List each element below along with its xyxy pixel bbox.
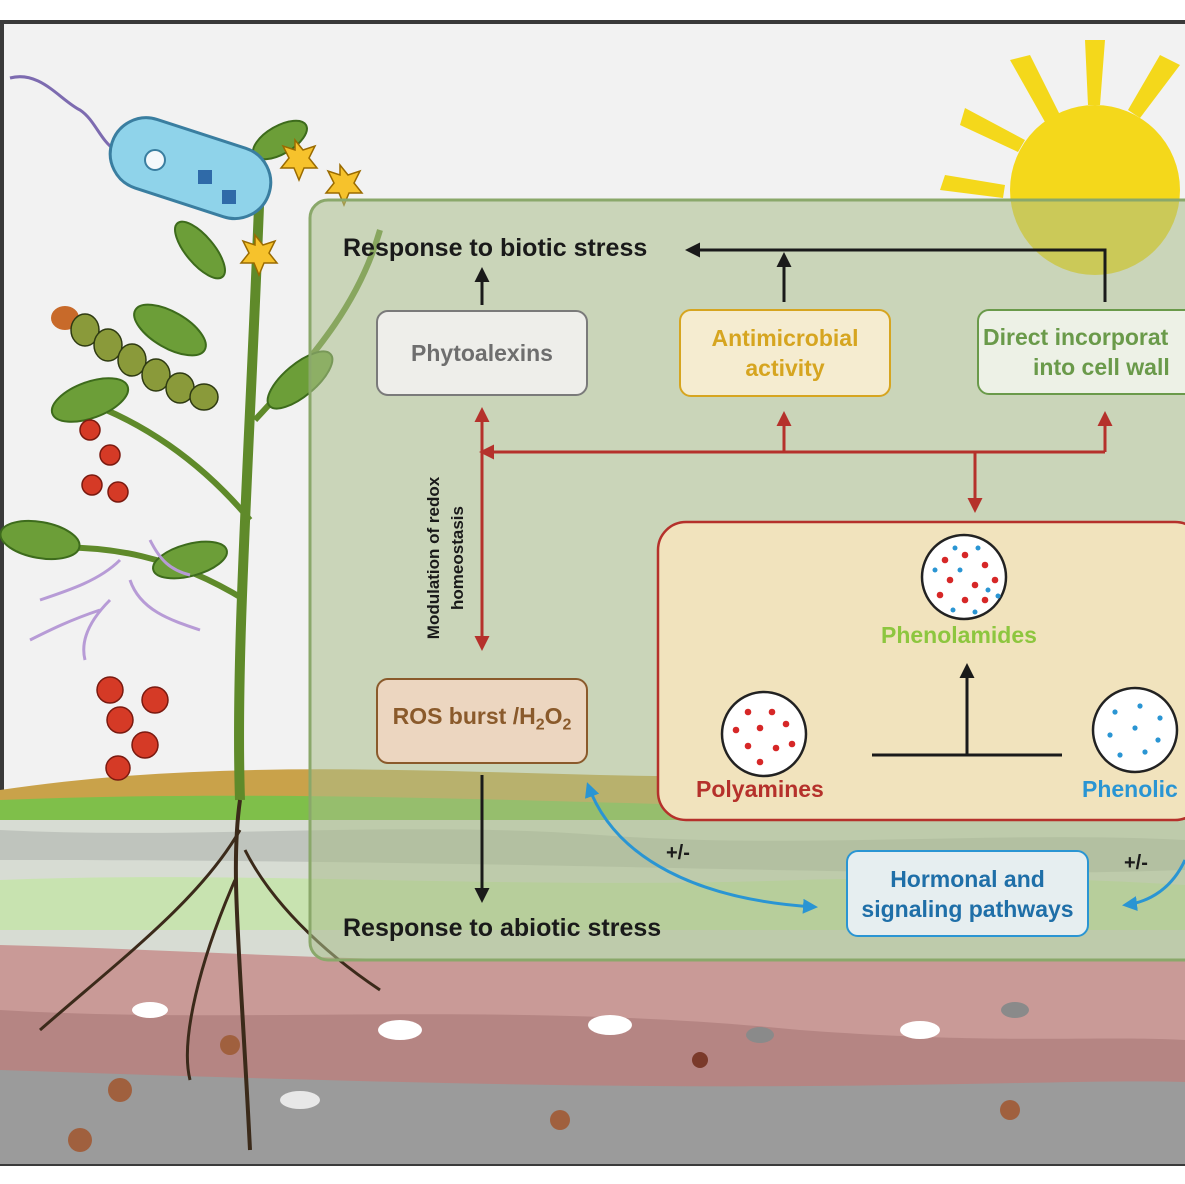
ros-label-main: ROS burst /H: [392, 703, 536, 730]
ros-label-o: O: [544, 703, 563, 730]
plus-minus-right: +/-: [1124, 852, 1148, 874]
ros-label-sub2: 2: [562, 716, 572, 734]
biotic-response-label: Response to biotic stress: [343, 234, 648, 262]
fungus-icon: [29, 539, 201, 661]
antimicrobial-box: Antimicrobial activity: [679, 309, 891, 397]
redox-label-line1: Modulation of redox: [424, 476, 443, 640]
caterpillar-icon: [51, 306, 219, 411]
black-arrow-network: [474, 242, 1107, 903]
blue-arrow-network: [585, 782, 1185, 914]
cell-wall-box: Direct incorporat into cell wall: [977, 309, 1185, 395]
antimicrobial-label-line2: activity: [745, 355, 825, 381]
antimicrobial-label-line1: Antimicrobial: [711, 325, 859, 351]
ros-label: ROS burst /H2O2: [393, 701, 572, 741]
hormonal-label-line2: signaling pathways: [861, 895, 1074, 922]
hormonal-box: Hormonal and signaling pathways: [846, 850, 1089, 937]
cell-wall-label-line2: into cell wall: [1033, 354, 1170, 380]
bacterium-icon: [9, 75, 273, 221]
redox-label: Modulation of redox homeostasis: [422, 458, 470, 658]
ros-burst-box: ROS burst /H2O2: [376, 678, 588, 764]
phytoalexins-box: Phytoalexins: [376, 310, 588, 396]
polyamines-icon: [720, 690, 808, 778]
abiotic-response-label: Response to abiotic stress: [343, 914, 662, 942]
phytoalexins-label: Phytoalexins: [411, 340, 553, 366]
phenolamides-label: Phenolamides: [881, 622, 1037, 648]
phenolics-icon: [1091, 686, 1179, 774]
tomato-plant-illustration: [0, 119, 383, 1151]
red-arrow-network: [474, 407, 1113, 651]
phenolics-label: Phenolic: [1082, 776, 1178, 802]
hormonal-label-line1: Hormonal and: [890, 865, 1045, 892]
polyamines-label: Polyamines: [696, 776, 824, 802]
redox-label-line2: homeostasis: [448, 506, 467, 610]
cell-wall-label-line1: Direct incorporat: [983, 324, 1169, 350]
ros-label-sub1: 2: [535, 716, 545, 734]
phenolamides-icon: [920, 533, 1008, 621]
plus-minus-left: +/-: [666, 842, 690, 864]
